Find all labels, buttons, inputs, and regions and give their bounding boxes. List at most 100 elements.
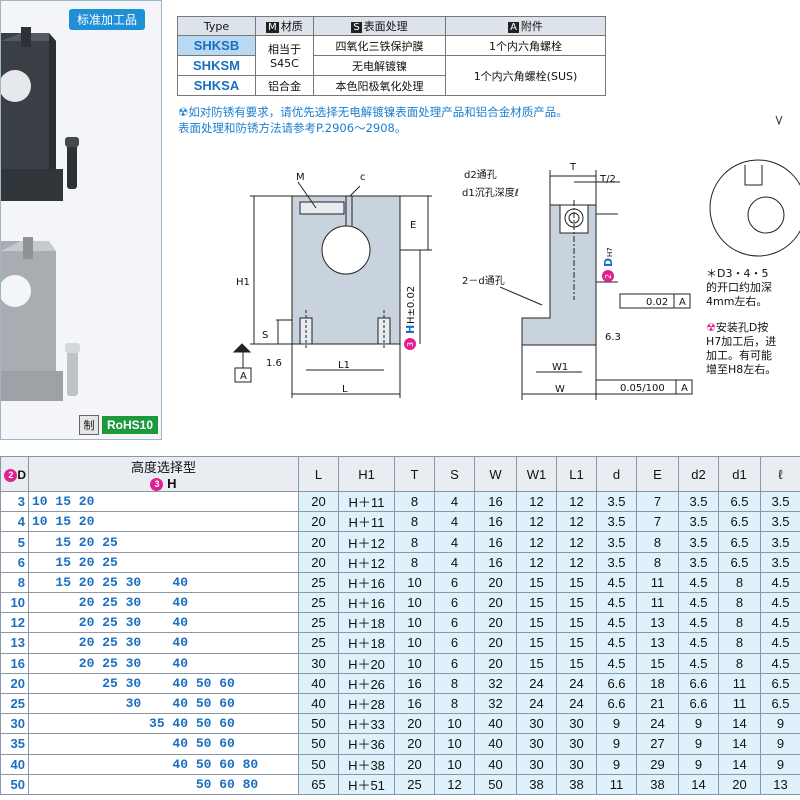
height-options[interactable]: 15 20 25 (28, 531, 299, 553)
table-cell: 9 (760, 733, 800, 755)
table-cell: 25 (394, 773, 435, 795)
surface-cell: 无电解镀镍 (313, 55, 446, 76)
table-cell: 24 (556, 672, 597, 694)
table-cell: 6 (434, 652, 475, 674)
table-cell: 4.5 (596, 612, 637, 634)
height-options[interactable]: 25 30 40 50 60 (28, 672, 299, 694)
table-cell: 15 (516, 571, 557, 594)
type-code[interactable]: SHKSM (177, 55, 256, 76)
table-cell: H＋18 (338, 612, 395, 634)
table-cell: 3.5 (678, 511, 719, 533)
height-options[interactable]: 10 15 20 (28, 491, 299, 513)
table-cell: 30 (516, 713, 557, 735)
table-cell: 25 (298, 591, 339, 614)
col-header: d1 (718, 455, 761, 493)
table-cell: 20 (394, 713, 435, 735)
height-options[interactable]: 35 40 50 60 (28, 713, 299, 735)
height-options[interactable]: 20 25 30 40 (28, 652, 299, 674)
table-cell: 9 (760, 753, 800, 775)
table-cell: 15 (636, 652, 679, 674)
table-cell: 6.5 (718, 491, 761, 513)
table-cell: 20 (474, 571, 517, 594)
table-cell: 16 (394, 692, 435, 715)
label-d2-hole: d2通孔 (464, 169, 497, 181)
height-options[interactable]: 30 40 50 60 (28, 692, 299, 715)
label-D-H7: 2 D H7 (602, 247, 615, 282)
table-cell: 32 (474, 672, 517, 694)
table-cell: 4 (434, 491, 475, 513)
table-cell: 25 (298, 571, 339, 594)
table-cell: 6.6 (596, 692, 637, 715)
type-code[interactable]: SHKSB (177, 35, 256, 56)
label-d1-counterbore: d1沉孔深度ℓ (462, 186, 519, 199)
table-cell: 32 (474, 692, 517, 715)
table-cell: 3.5 (596, 531, 637, 553)
table-cell: 13 (760, 773, 800, 795)
label-L1: L1 (338, 360, 350, 371)
d-value: 3 (0, 491, 29, 513)
table-cell: 10 (394, 632, 435, 654)
table-cell: 8 (394, 511, 435, 533)
height-options[interactable]: 50 60 80 (28, 773, 299, 795)
height-options[interactable]: 20 25 30 40 (28, 632, 299, 654)
page-reference-link[interactable]: P.2906～2908。 (316, 121, 407, 135)
table-cell: 9 (596, 733, 637, 755)
table-cell: 20 (298, 531, 339, 553)
table-cell: H＋51 (338, 773, 395, 795)
height-options[interactable]: 40 50 60 (28, 733, 299, 755)
table-cell: 50 (298, 713, 339, 735)
d-value: 35 (0, 733, 29, 755)
table-cell: 9 (678, 733, 719, 755)
table-cell: H＋16 (338, 571, 395, 594)
side-view-body (521, 204, 597, 346)
table-cell: 4.5 (760, 571, 800, 594)
height-options[interactable]: 20 25 30 40 (28, 612, 299, 634)
table-cell: 14 (718, 713, 761, 735)
label-H1: H1 (236, 277, 250, 288)
table-cell: 12 (516, 531, 557, 553)
table-cell: 20 (394, 753, 435, 775)
table-cell: 15 (516, 612, 557, 634)
height-options[interactable]: 15 20 25 30 40 (28, 571, 299, 594)
table-cell: 6.6 (596, 672, 637, 694)
height-options[interactable]: 10 15 20 (28, 511, 299, 533)
type-header: Type (177, 16, 256, 36)
certification-badges: 制 RoHS10 (79, 415, 159, 435)
col-header: d2 (678, 455, 719, 493)
table-cell: 12 (434, 773, 475, 795)
hint-icon: ☢ (178, 105, 189, 119)
surface-cell: 四氧化三铁保护膜 (313, 35, 446, 56)
svg-text:H±0.02: H±0.02 (406, 286, 417, 324)
height-options[interactable]: 40 50 60 80 (28, 753, 299, 775)
col-header: L1 (556, 455, 597, 493)
roughness-1-6: 1.6 (266, 358, 282, 369)
table-cell: 14 (718, 753, 761, 775)
height-options[interactable]: 20 25 30 40 (28, 591, 299, 614)
svg-text:H: H (404, 325, 417, 334)
table-cell: 8 (394, 531, 435, 553)
product-photo (1, 27, 80, 401)
label-H-tolerance: 3 H H±0.02 (404, 286, 417, 350)
rohs-badge: RoHS10 (102, 416, 159, 434)
table-cell: 3.5 (760, 491, 800, 513)
type-code[interactable]: SHKSA (177, 75, 256, 96)
height-options[interactable]: 15 20 25 (28, 551, 299, 573)
table-cell: 16 (394, 672, 435, 694)
table-cell: H＋16 (338, 591, 395, 614)
table-cell: 4.5 (760, 652, 800, 674)
table-cell: H＋26 (338, 672, 395, 694)
table-cell: H＋12 (338, 551, 395, 573)
manufacture-badge: 制 (79, 415, 99, 435)
table-cell: 13 (636, 612, 679, 634)
table-cell: 12 (556, 491, 597, 513)
table-cell: 10 (394, 652, 435, 674)
